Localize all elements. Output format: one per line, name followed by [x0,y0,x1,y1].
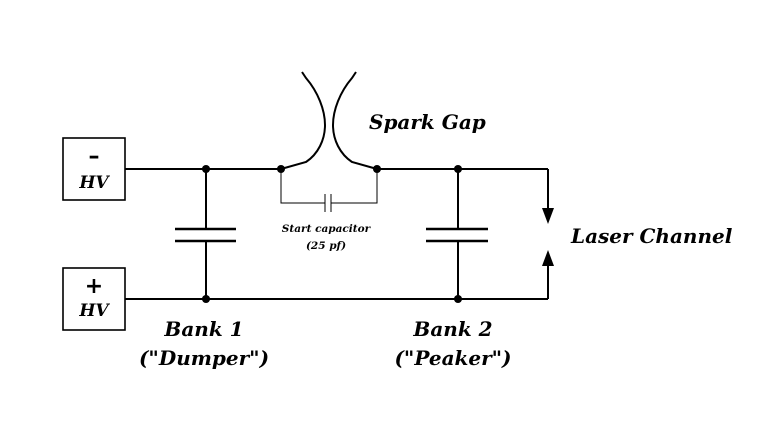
hv-positive-source: + HV [62,267,126,331]
spark-gap-left-electrode [280,71,327,170]
hv-negative-sign: – [89,144,100,169]
bank1-capacitor [175,169,236,299]
hv-positive-sign: + [85,274,103,299]
bank2-label-line1: Bank 2 [412,317,492,341]
bank2-label-line2: ("Peaker") [394,346,511,370]
spark-gap [280,71,378,170]
junction-bank1-bottom [202,295,210,303]
start-capacitor-left-lead [280,169,325,204]
start-capacitor-label-line1: Start capacitor [282,223,372,235]
junction-spark-right [373,165,381,173]
laser-channel [542,169,554,299]
bank1-label-line2: ("Dumper") [139,346,269,370]
junction-bank2-bottom [454,295,462,303]
hv-negative-label: HV [78,173,110,193]
hv-positive-box [62,267,126,331]
junction-bank2-top [454,165,462,173]
hv-negative-box [62,137,126,201]
spark-gap-right-electrode [331,71,378,170]
start-capacitor [280,169,378,212]
laser-channel-bottom-arrow [542,250,554,266]
spark-gap-label: Spark Gap [369,110,486,134]
bank2-capacitor [426,169,488,299]
junction-bank1-top [202,165,210,173]
start-capacitor-label-line2: (25 pf) [306,240,346,252]
hv-positive-label: HV [78,301,110,321]
laser-channel-label: Laser Channel [570,224,733,248]
laser-channel-top-arrow [542,208,554,224]
hv-negative-source: – HV [62,137,126,201]
bank1-label-line1: Bank 1 [163,317,243,341]
junction-spark-left [277,165,285,173]
start-capacitor-right-lead [331,169,378,204]
